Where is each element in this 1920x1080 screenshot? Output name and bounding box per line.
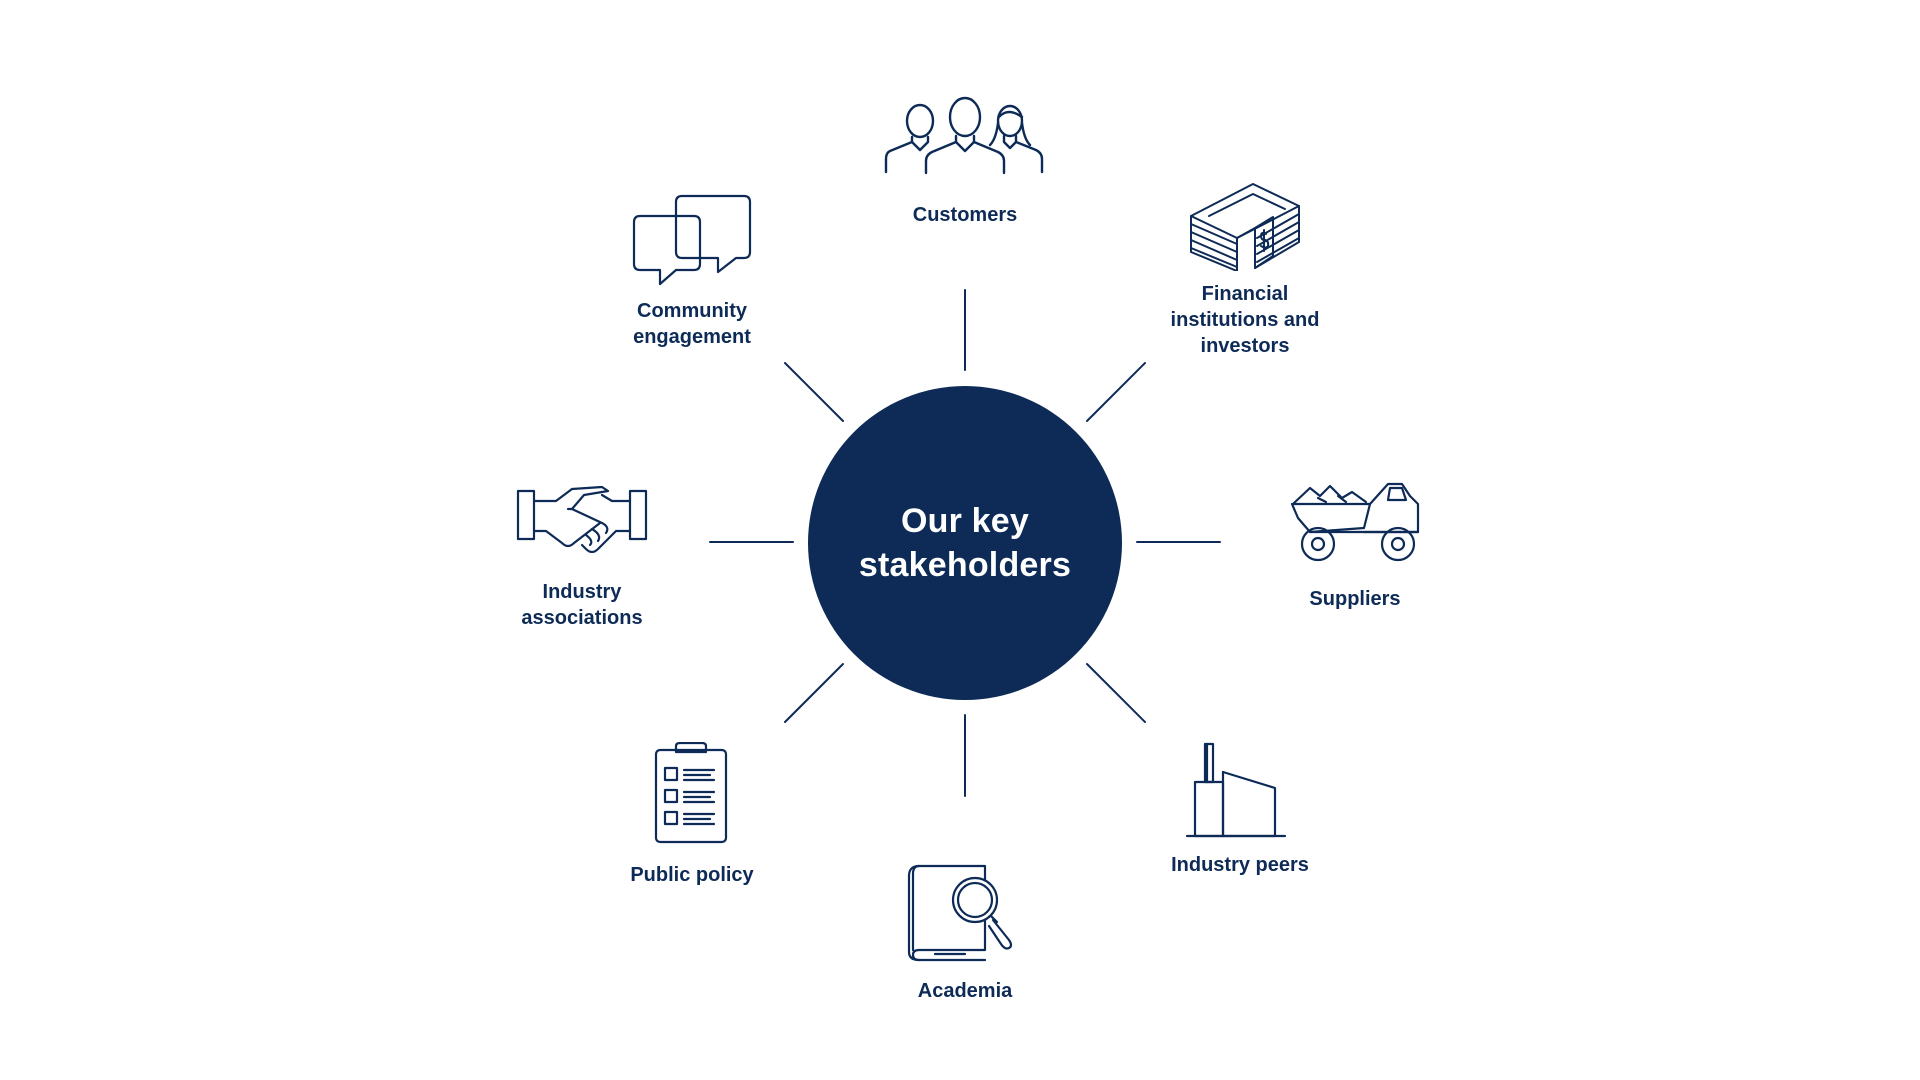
hub-title: Our key stakeholders — [858, 502, 1072, 584]
speech-bubbles-icon — [632, 194, 752, 286]
connector-line — [784, 362, 844, 422]
stakeholder-label: Industry peers — [1171, 854, 1309, 876]
stakeholder-financial-institutions: Financial institutions and investors — [1140, 176, 1350, 359]
factory-icon — [1185, 742, 1295, 842]
people-group-icon — [880, 95, 1050, 180]
stakeholder-customers: Customers — [865, 95, 1065, 228]
stakeholder-label: Suppliers — [1309, 588, 1401, 610]
stakeholder-label: Financial institutions and investors — [1170, 283, 1320, 357]
stakeholder-suppliers: Suppliers — [1270, 478, 1440, 612]
clipboard-checklist-icon — [652, 742, 732, 844]
stakeholder-academia: Academia — [865, 864, 1065, 1004]
stakeholder-community-engagement: Community engagement — [592, 194, 792, 350]
stakeholder-industry-associations: Industry associations — [477, 479, 687, 631]
stakeholder-label: Public policy — [630, 864, 754, 886]
book-magnifier-icon — [905, 864, 1025, 964]
stakeholder-label: Customers — [912, 204, 1018, 226]
stakeholder-label: Academia — [917, 980, 1013, 1002]
stakeholder-label: Community engagement — [633, 300, 751, 348]
connector-line — [1086, 663, 1146, 723]
stakeholder-public-policy: Public policy — [592, 742, 792, 888]
connector-line — [1086, 362, 1146, 422]
stakeholder-label: Industry associations — [521, 581, 643, 629]
center-hub: Our key stakeholders — [808, 386, 1122, 700]
money-stack-icon — [1185, 176, 1305, 271]
dump-truck-icon — [1290, 478, 1420, 568]
connector-line — [784, 663, 844, 723]
handshake-icon — [512, 479, 652, 559]
stakeholder-industry-peers: Industry peers — [1140, 742, 1340, 878]
